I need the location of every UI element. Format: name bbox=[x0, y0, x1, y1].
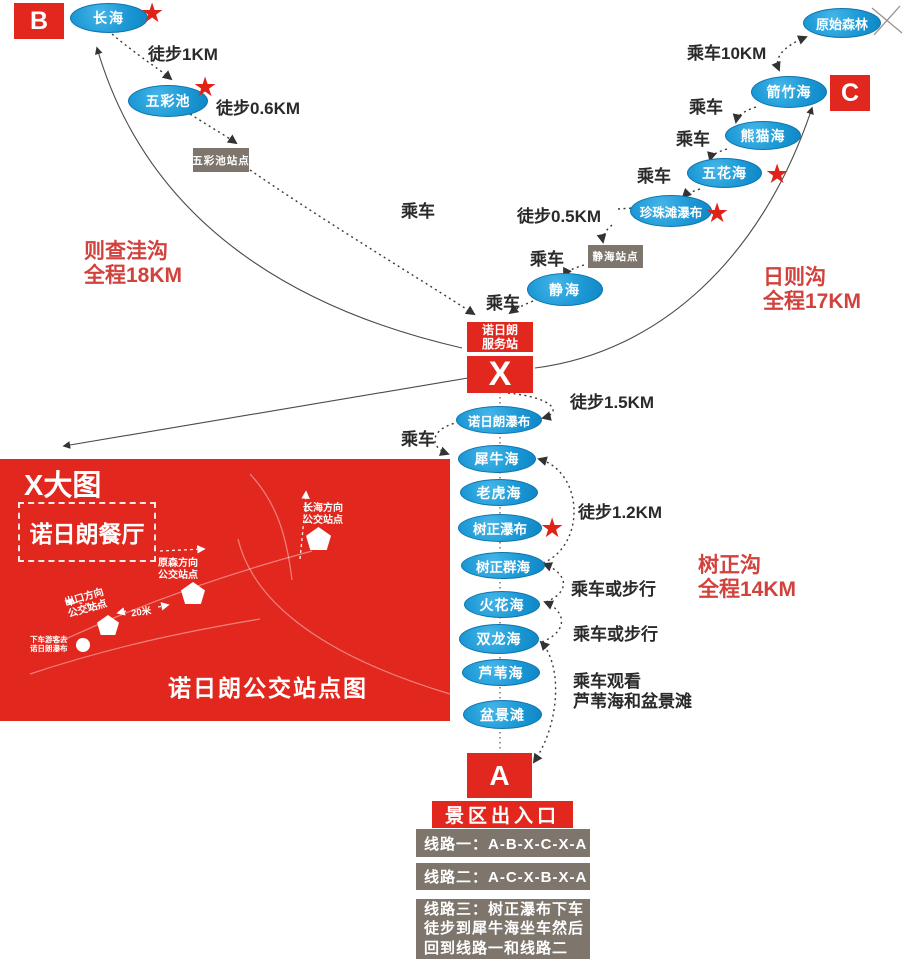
detail-title: X大图 bbox=[24, 470, 102, 502]
node-shuzheng-qunhai: 树正群海 bbox=[461, 552, 545, 579]
marker-x: X bbox=[467, 355, 533, 393]
bus-view-label: 乘车观看 芦苇海和盆景滩 bbox=[573, 672, 692, 711]
shuzheng-valley-label: 树正沟 全程14KM bbox=[698, 554, 797, 602]
yuansen-stop-pentagon-icon bbox=[181, 582, 205, 604]
wucaichi-station-box: 五彩池站点 bbox=[192, 148, 249, 172]
node-zhenzhutan-waterfall: 珍珠滩瀑布 bbox=[630, 195, 712, 227]
legend-line1-bar: 线路一：A-B-X-C-X-A bbox=[416, 829, 590, 857]
walk-1km-label: 徒步1KM bbox=[148, 45, 218, 64]
legend-line2-bar: 线路二：A-C-X-B-X-A bbox=[416, 863, 590, 890]
star-icon-zhenzhutan: ★ bbox=[705, 198, 730, 228]
detail-caption: 诺日朗公交站点图 bbox=[168, 675, 368, 701]
node-wuhuahai: 五花海 bbox=[687, 158, 762, 188]
node-laohuhai: 老虎海 bbox=[460, 479, 538, 506]
bus-label-r2: 乘车 bbox=[676, 130, 710, 149]
star-icon-wuhuahai: ★ bbox=[765, 159, 790, 189]
bus-or-walk-label-1: 乘车或步行 bbox=[571, 580, 656, 599]
bus-label-left: 乘车 bbox=[401, 430, 435, 449]
changhai-stop-pentagon-icon bbox=[306, 527, 331, 550]
marker-a: A bbox=[467, 753, 532, 798]
bus-label-r1: 乘车 bbox=[689, 98, 723, 117]
marker-b: B bbox=[14, 3, 64, 39]
x-detail-inset-map: X大图 诺日朗餐厅 原森方向 公交站点 长海方向 公交站点 出口方向 公交站点 … bbox=[0, 459, 450, 721]
restaurant-box: 诺日朗餐厅 bbox=[18, 502, 156, 562]
node-xiniuhai: 犀牛海 bbox=[458, 445, 536, 473]
node-shuanglonghai: 双龙海 bbox=[459, 624, 539, 654]
zecha-valley-label: 则查洼沟 全程18KM bbox=[84, 240, 183, 288]
node-huohuahai: 火花海 bbox=[464, 591, 540, 618]
bus-label-r5: 乘车 bbox=[486, 294, 520, 313]
nuorilang-service-station-box: 诺日朗 服务站 bbox=[467, 322, 533, 352]
yuansen-stop-label: 原森方向 公交站点 bbox=[158, 558, 198, 581]
bus-or-walk-label-2: 乘车或步行 bbox=[573, 625, 658, 644]
star-icon-wucaichi: ★ bbox=[193, 72, 218, 102]
alight-note-label: 下车游客去 诺日朗瀑布 bbox=[30, 635, 68, 653]
node-penjingtan: 盆景滩 bbox=[463, 700, 542, 729]
walk-15km-label: 徒步1.5KM bbox=[570, 393, 655, 412]
bus-label-r3: 乘车 bbox=[637, 167, 671, 186]
walk-12km-label: 徒步1.2KM bbox=[578, 503, 663, 522]
exit-stop-pentagon-icon bbox=[97, 615, 119, 635]
node-luweihai: 芦苇海 bbox=[462, 659, 540, 686]
node-nuorilang-waterfall: 诺日朗瀑布 bbox=[456, 406, 542, 434]
bus-label-mid: 乘车 bbox=[401, 202, 435, 221]
rize-valley-label: 日则沟 全程17KM bbox=[763, 266, 862, 314]
changhai-stop-label: 长海方向 公交站点 bbox=[303, 503, 343, 526]
distance-20m-label: 20米 bbox=[130, 605, 152, 620]
marker-c: C bbox=[830, 75, 870, 111]
detail-roads-layer bbox=[29, 473, 450, 695]
walk-06km-label: 徒步0.6KM bbox=[216, 99, 301, 118]
star-icon-changhai: ★ bbox=[140, 0, 165, 28]
bus-10km-label: 乘车10KM bbox=[687, 44, 767, 63]
jinghai-station-box: 静海站点 bbox=[588, 245, 643, 268]
node-shuzheng-waterfall: 树正瀑布 bbox=[458, 514, 542, 542]
walk-05km-label: 徒步0.5KM bbox=[517, 207, 602, 226]
node-yuanshisenlin: 原始森林 bbox=[803, 8, 881, 38]
bus-label-r4: 乘车 bbox=[530, 250, 564, 269]
star-icon-shuzheng-waterfall: ★ bbox=[540, 513, 565, 543]
node-jinghai: 静海 bbox=[527, 273, 603, 306]
node-xiongmaohai: 熊猫海 bbox=[725, 121, 801, 150]
node-changhai: 长海 bbox=[70, 3, 148, 33]
legend-line3-bar: 线路三：树正瀑布下车 徒步到犀牛海坐车然后 回到线路一和线路二 bbox=[416, 899, 590, 959]
waterfall-path-circle-icon bbox=[76, 638, 90, 652]
node-jianzhuhai: 箭竹海 bbox=[751, 76, 827, 108]
entrance-box: 景区出入口 bbox=[432, 801, 573, 828]
